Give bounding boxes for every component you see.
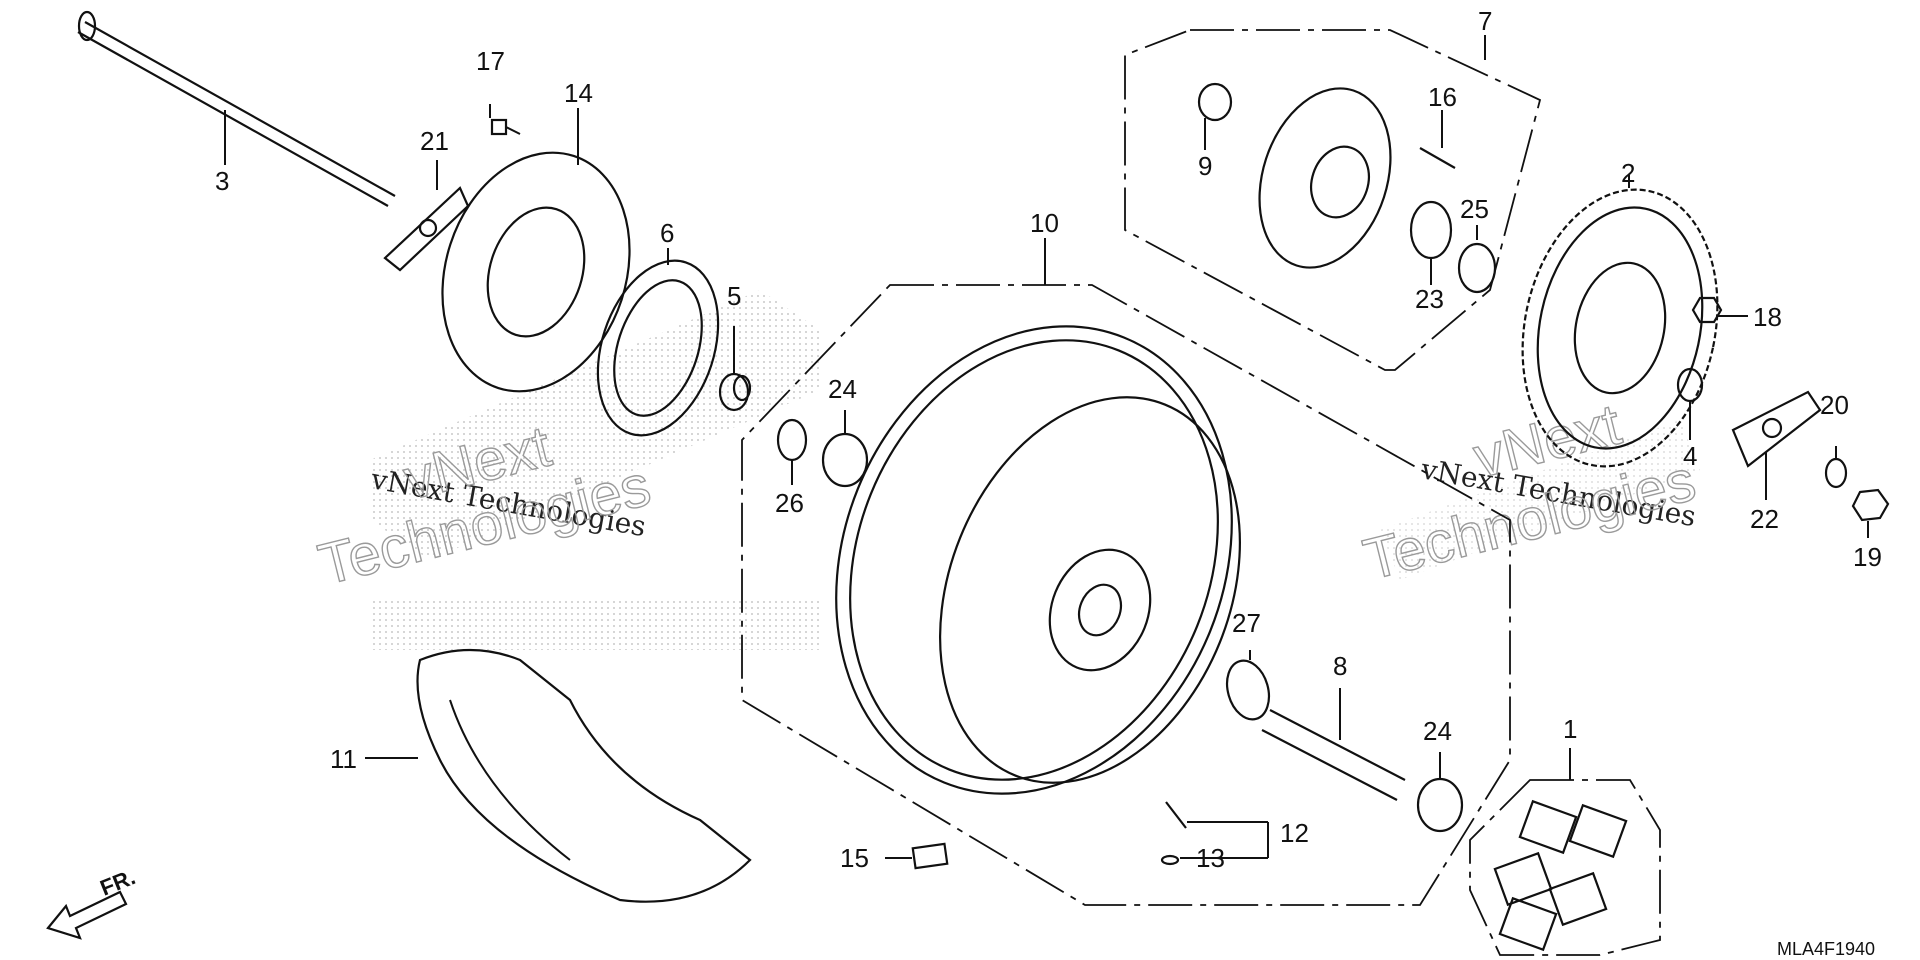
callout-15: 15 [840, 843, 869, 873]
callout-27: 27 [1232, 608, 1261, 638]
callout-14: 14 [564, 78, 593, 108]
callout-24-upper: 24 [828, 374, 857, 404]
callout-24-lower: 24 [1423, 716, 1452, 746]
balance-weight-part [911, 842, 949, 870]
washer-part [1824, 457, 1848, 489]
callout-13: 13 [1196, 843, 1225, 873]
distance-collar-part [1261, 709, 1406, 801]
stud-part [1419, 147, 1456, 169]
watermark-logo-right [1380, 420, 1700, 580]
wheel-assembly-boundary [741, 284, 1511, 906]
seal-plate-part [596, 259, 720, 437]
callout-1: 1 [1563, 714, 1577, 744]
callout-17: 17 [476, 46, 505, 76]
callout-7: 7 [1478, 6, 1492, 36]
bearing-left-part [821, 432, 869, 488]
oil-seal-part [776, 418, 808, 462]
hub-seal-part [1457, 242, 1497, 294]
callout-21: 21 [420, 126, 449, 156]
hub-assembly-boundary [1124, 29, 1542, 371]
front-direction-label: FR. [97, 864, 139, 900]
adjuster-plate-left-hole [418, 218, 438, 238]
callout-26: 26 [775, 488, 804, 518]
callout-3: 3 [215, 166, 229, 196]
tire-part [416, 648, 752, 903]
callout-9: 9 [1198, 151, 1212, 181]
rear-wheel-part [835, 325, 1241, 795]
wheel-damper-part [1493, 799, 1628, 952]
damper-assembly-boundary [1469, 779, 1661, 956]
callout-4: 4 [1683, 441, 1697, 471]
hub-bearing-part [1409, 200, 1453, 260]
bearing-right-part [1416, 777, 1464, 833]
adjuster-plate-right-part [1731, 390, 1822, 468]
callout-22: 22 [1750, 504, 1779, 534]
driven-flange-part [1258, 87, 1392, 269]
figure-code: MLA4F1940 [1777, 939, 1875, 959]
valve-part [1160, 801, 1187, 866]
adjuster-plate-right-hole [1761, 417, 1783, 439]
watermark-logo-left [370, 290, 820, 650]
hub-collar-part [1197, 82, 1233, 122]
sprocket-part [1521, 188, 1719, 468]
leader-lines [224, 35, 1869, 859]
sprocket-nut-part [1691, 296, 1723, 324]
callout-6: 6 [660, 218, 674, 248]
callout-11: 11 [330, 744, 357, 774]
callout-20: 20 [1820, 390, 1849, 420]
callout-23: 23 [1415, 284, 1444, 314]
disc-bolt-part [490, 118, 521, 136]
callout-5: 5 [727, 281, 741, 311]
o-ring-part [1225, 659, 1271, 721]
callout-18: 18 [1753, 302, 1782, 332]
callout-8: 8 [1333, 651, 1347, 681]
axle-nut-part [1851, 488, 1890, 522]
callout-2: 2 [1621, 158, 1635, 188]
brake-disc-part [441, 151, 631, 393]
front-direction-arrow [46, 890, 128, 940]
callout-12: 12 [1280, 818, 1309, 848]
callout-10: 10 [1030, 208, 1059, 238]
callout-19: 19 [1853, 542, 1882, 572]
axle-part [77, 10, 396, 207]
callout-16: 16 [1428, 82, 1457, 112]
callout-25: 25 [1460, 194, 1489, 224]
